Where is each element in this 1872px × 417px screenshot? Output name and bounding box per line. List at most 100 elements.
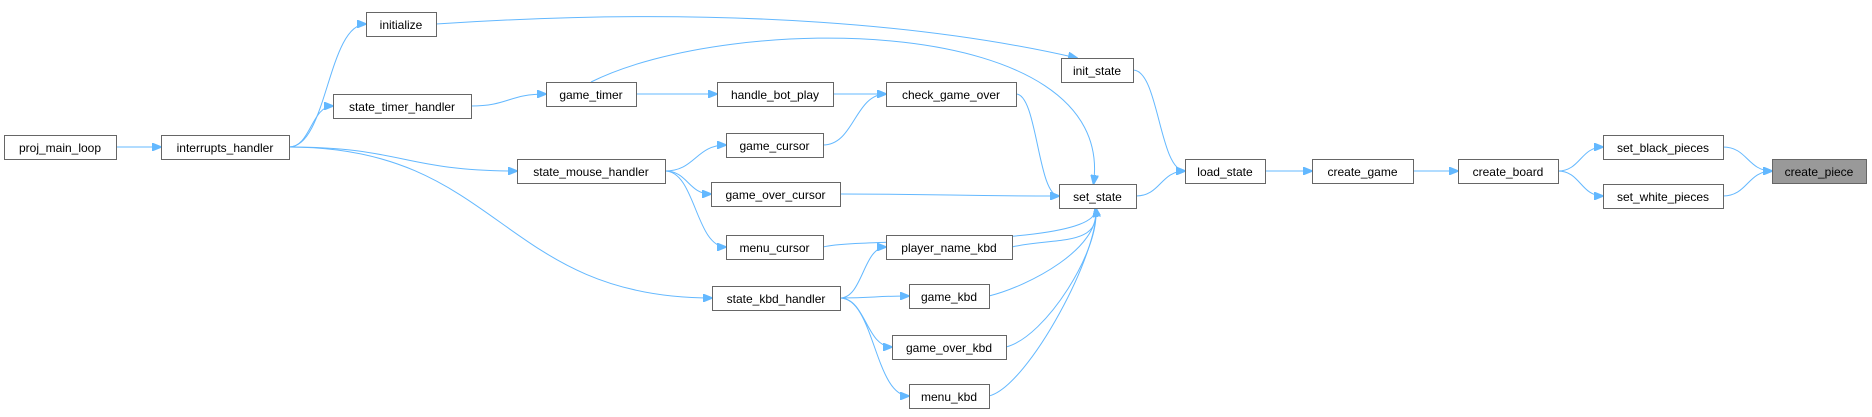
node-player-name-kbd[interactable]: player_name_kbd — [886, 235, 1013, 260]
node-label: game_cursor — [739, 139, 809, 153]
edge-interrupts-handler-to-initialize — [288, 24, 366, 148]
edge-player-name-kbd-to-set-state — [1011, 208, 1096, 248]
edge-create-board-to-set-white-pieces — [1557, 170, 1603, 196]
node-box — [4, 135, 117, 160]
node-label: handle_bot_play — [731, 88, 819, 102]
node-box — [711, 182, 841, 207]
node-box — [726, 235, 824, 260]
edge-interrupts-handler-to-state-mouse-handler — [288, 146, 517, 171]
edge-state-mouse-handler-to-game-over-cursor — [664, 170, 711, 194]
edge-menu-kbd-to-set-state — [988, 208, 1096, 397]
edge-game-over-kbd-to-set-state — [1005, 208, 1096, 348]
node-check-game-over[interactable]: check_game_over — [886, 82, 1017, 107]
node-set-white-pieces[interactable]: set_white_pieces — [1603, 184, 1724, 209]
node-game-cursor[interactable]: game_cursor — [726, 133, 824, 158]
node-interrupts-handler[interactable]: interrupts_handler — [161, 135, 290, 160]
node-box — [1772, 159, 1867, 184]
edge-init-state-to-load-state — [1132, 69, 1185, 171]
node-menu-cursor[interactable]: menu_cursor — [726, 235, 824, 260]
node-box — [333, 94, 472, 119]
edges-layer — [115, 16, 1772, 397]
node-state-mouse-handler[interactable]: state_mouse_handler — [517, 159, 666, 184]
node-box — [366, 12, 437, 37]
edge-state-mouse-handler-to-game-cursor — [664, 145, 726, 172]
edge-game-cursor-to-check-game-over — [822, 94, 886, 146]
node-box — [892, 335, 1007, 360]
node-box — [717, 82, 834, 107]
node-box — [1603, 184, 1724, 209]
edge-state-kbd-handler-to-game-kbd — [839, 296, 909, 298]
edge-game-timer-to-set-state — [590, 37, 1095, 184]
node-create-game[interactable]: create_game — [1312, 159, 1414, 184]
node-box — [909, 384, 990, 409]
node-proj-main-loop[interactable]: proj_main_loop — [4, 135, 117, 160]
node-set-black-pieces[interactable]: set_black_pieces — [1603, 135, 1724, 160]
edge-set-black-pieces-to-create-piece — [1722, 146, 1772, 171]
node-box — [1458, 159, 1559, 184]
node-box — [886, 82, 1017, 107]
node-label: set_black_pieces — [1617, 141, 1709, 155]
node-game-timer[interactable]: game_timer — [546, 82, 637, 107]
node-box — [909, 284, 990, 309]
node-handle-bot-play[interactable]: handle_bot_play — [717, 82, 834, 107]
edge-game-kbd-to-set-state — [988, 208, 1096, 297]
edge-state-timer-handler-to-game-timer — [470, 94, 546, 107]
node-box — [1059, 184, 1137, 209]
edge-state-kbd-handler-to-menu-kbd — [839, 297, 909, 396]
nodes-layer: proj_main_loop interrupts_handler initiali… — [4, 12, 1867, 409]
edge-state-mouse-handler-to-menu-cursor — [664, 170, 726, 247]
node-label: initialize — [380, 18, 423, 32]
node-label: menu_cursor — [739, 241, 809, 255]
edge-check-game-over-to-set-state — [1015, 93, 1059, 196]
node-label: game_over_kbd — [906, 341, 992, 355]
node-label: menu_kbd — [921, 390, 977, 404]
node-game-kbd[interactable]: game_kbd — [909, 284, 990, 309]
node-label: create_game — [1327, 165, 1397, 179]
node-create-board[interactable]: create_board — [1458, 159, 1559, 184]
node-label: create_board — [1473, 165, 1544, 179]
node-label: state_kbd_handler — [727, 292, 826, 306]
node-label: init_state — [1073, 64, 1121, 78]
node-set-state[interactable]: set_state — [1059, 184, 1137, 209]
node-box — [161, 135, 290, 160]
node-label: game_over_cursor — [725, 188, 825, 202]
node-box — [1185, 159, 1266, 184]
node-label: player_name_kbd — [901, 241, 996, 255]
node-label: create_piece — [1785, 165, 1854, 179]
edge-game-over-cursor-to-set-state — [839, 194, 1059, 196]
node-init-state[interactable]: init_state — [1061, 58, 1134, 83]
node-state-timer-handler[interactable]: state_timer_handler — [333, 94, 472, 119]
node-menu-kbd[interactable]: menu_kbd — [909, 384, 990, 409]
node-label: game_kbd — [921, 290, 977, 304]
node-label: interrupts_handler — [177, 141, 274, 155]
node-label: game_timer — [559, 88, 622, 102]
edge-initialize-to-init-state — [435, 16, 1077, 58]
node-load-state[interactable]: load_state — [1185, 159, 1266, 184]
node-create-piece[interactable]: create_piece — [1772, 159, 1867, 184]
edge-interrupts-handler-to-state-timer-handler — [288, 106, 333, 148]
node-label: state_timer_handler — [349, 100, 455, 114]
node-label: proj_main_loop — [19, 141, 101, 155]
node-label: set_state — [1073, 190, 1122, 204]
edge-set-white-pieces-to-create-piece — [1722, 171, 1772, 197]
edge-interrupts-handler-to-state-kbd-handler — [288, 146, 712, 298]
edge-state-kbd-handler-to-game-over-kbd — [839, 297, 892, 347]
node-game-over-kbd[interactable]: game_over_kbd — [892, 335, 1007, 360]
node-box — [517, 159, 666, 184]
node-box — [886, 235, 1013, 260]
node-label: state_mouse_handler — [533, 165, 648, 179]
node-box — [1312, 159, 1414, 184]
node-initialize[interactable]: initialize — [366, 12, 437, 37]
node-label: set_white_pieces — [1617, 190, 1709, 204]
edge-create-board-to-set-black-pieces — [1557, 147, 1603, 172]
node-box — [726, 133, 824, 158]
node-box — [1061, 58, 1134, 83]
node-box — [546, 82, 637, 107]
node-state-kbd-handler[interactable]: state_kbd_handler — [712, 286, 841, 311]
node-label: check_game_over — [902, 88, 1000, 102]
node-label: load_state — [1197, 165, 1253, 179]
edge-set-state-to-load-state — [1135, 171, 1185, 197]
node-game-over-cursor[interactable]: game_over_cursor — [711, 182, 841, 207]
node-box — [1603, 135, 1724, 160]
